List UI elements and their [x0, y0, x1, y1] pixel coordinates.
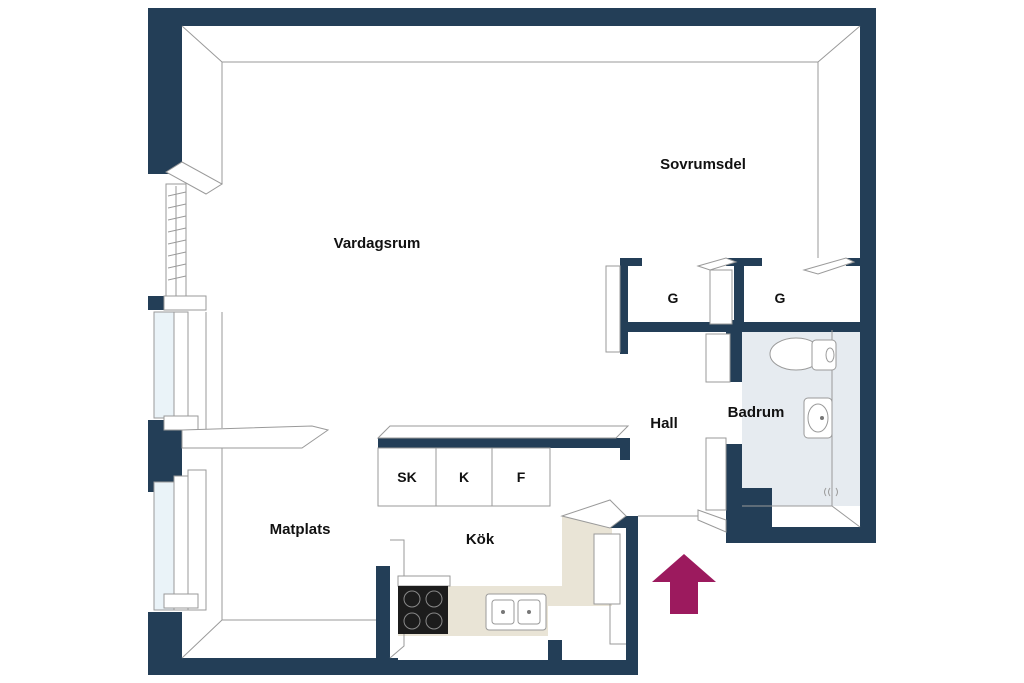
wardrobe-label-2: G — [775, 290, 786, 306]
kitchen-sink — [485, 593, 547, 631]
kitchen-right-cabinet — [560, 499, 627, 605]
room-label-kok: Kök — [466, 531, 495, 548]
kitchen-unit-label-f: F — [517, 469, 526, 485]
toilet — [769, 337, 837, 371]
room-label-hall: Hall — [650, 415, 678, 432]
kitchen-unit-label-sk: SK — [397, 469, 416, 485]
window-left-lower — [153, 469, 207, 611]
kitchen-counter — [398, 516, 612, 636]
room-label-sovrumsdel: Sovrumsdel — [660, 156, 746, 173]
walls — [148, 8, 876, 675]
room-label-matplats: Matplats — [270, 521, 331, 538]
window-left-middle — [153, 311, 199, 431]
wardrobe-blocks — [605, 257, 856, 383]
hall-wall-blocks — [697, 437, 727, 533]
entrance-arrow-icon — [652, 554, 716, 614]
room-divider-ledge — [181, 425, 330, 449]
kitchen-upper-cabinets — [376, 425, 630, 507]
room-label-vardagsrum: Vardagsrum — [334, 235, 421, 252]
stove — [397, 575, 451, 634]
window-upper-left — [163, 161, 223, 311]
washbasin — [803, 397, 833, 439]
drain-mark — [824, 487, 838, 497]
room-label-badrum: Badrum — [728, 404, 785, 421]
wardrobe-label-1: G — [668, 290, 679, 306]
wall-perspective — [181, 25, 861, 659]
kitchen-unit-label-k: K — [459, 469, 469, 485]
